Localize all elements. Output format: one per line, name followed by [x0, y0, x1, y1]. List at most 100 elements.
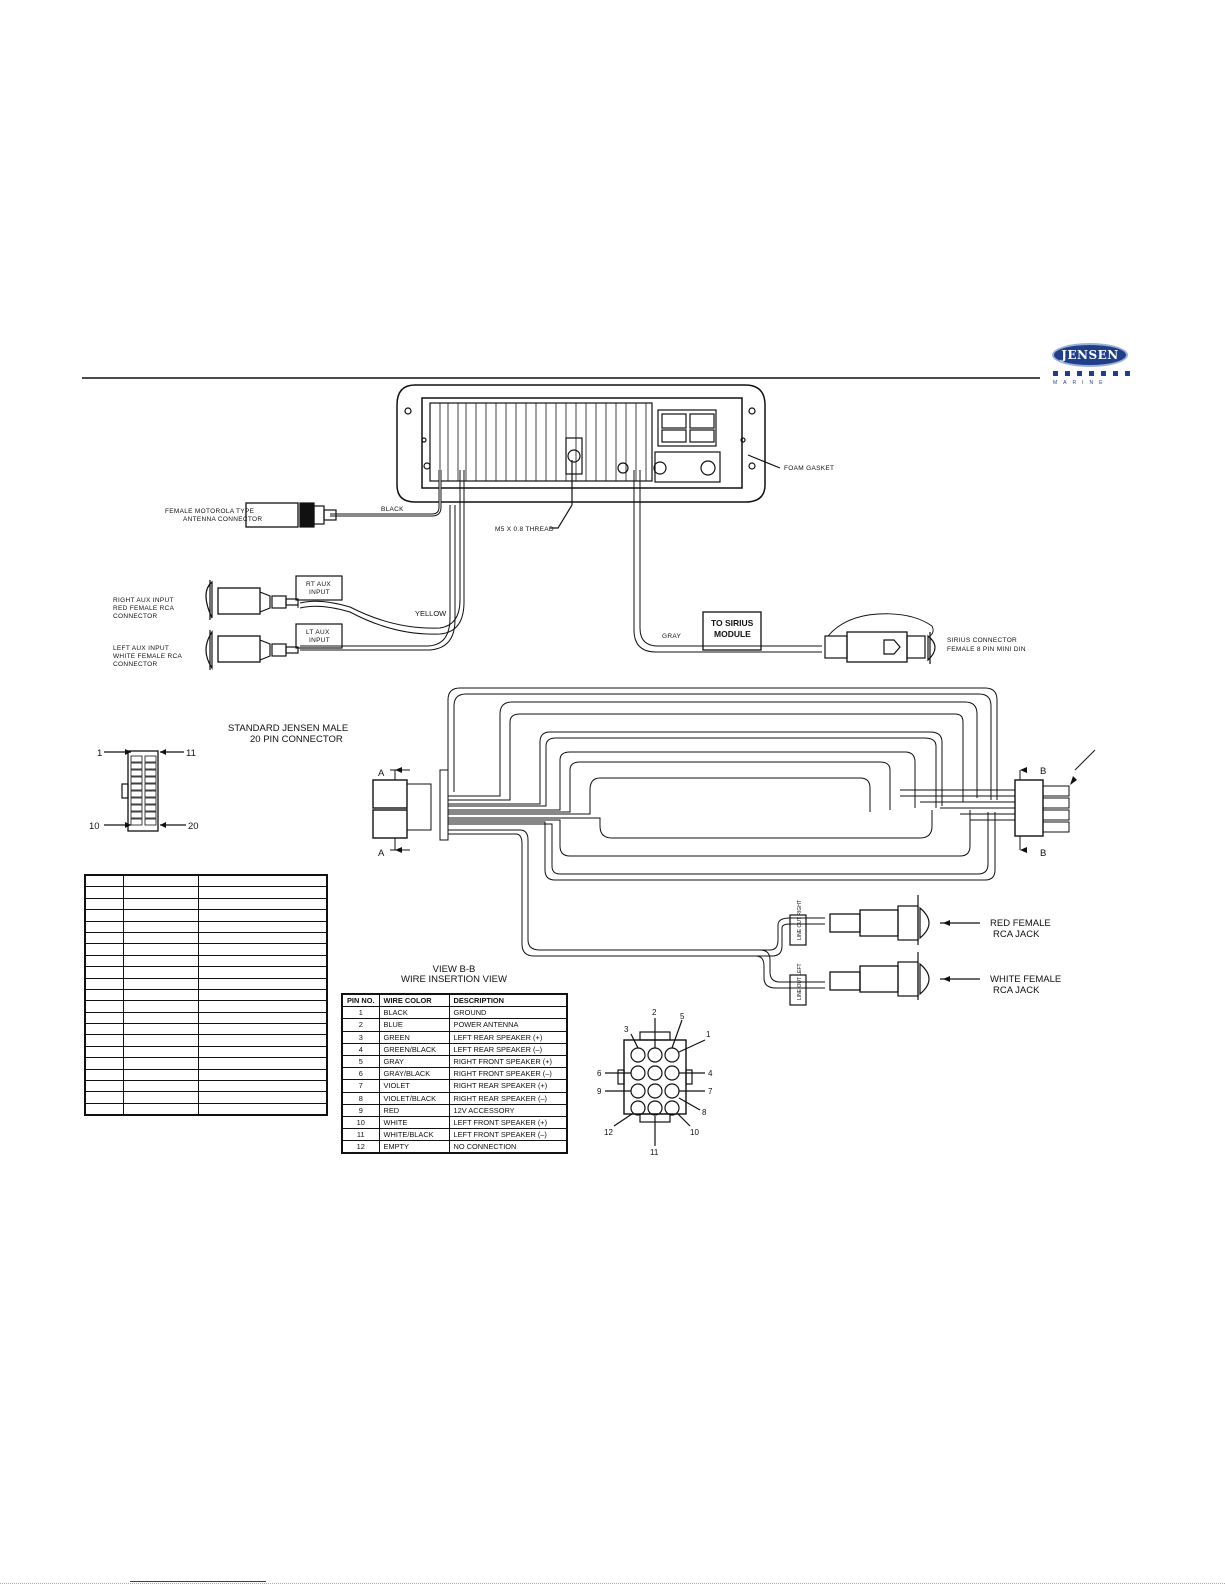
blank-table-row — [84, 954, 328, 968]
bottom-link-underline[interactable] — [130, 1581, 266, 1582]
blank-table-row — [84, 886, 328, 899]
cpin-4: 4 — [708, 1069, 713, 1078]
a-marker-top: A — [378, 768, 385, 779]
blank-cell — [197, 1057, 328, 1070]
sirius-connector-label-1: SIRIUS CONNECTOR — [947, 637, 1017, 644]
blank-table-row — [84, 931, 328, 945]
aux-cables — [297, 470, 465, 651]
blank-cell — [84, 1068, 124, 1082]
blank-cell — [197, 943, 328, 956]
description: POWER ANTENNA — [448, 1018, 568, 1032]
red-rca-jack — [789, 895, 980, 946]
connector-pin-numbers: 2 5 3 1 6 4 9 7 8 12 10 11 — [597, 1008, 713, 1157]
sirius-connector-label-2: FEMALE 8 PIN MINI DIN — [947, 646, 1026, 653]
description: RIGHT FRONT SPEAKER (–) — [448, 1067, 568, 1081]
thread-label: M5 X 0.8 THREAD — [495, 526, 554, 533]
wire-color: EMPTY — [378, 1140, 450, 1154]
blank-cell — [122, 886, 199, 899]
a-marker-bottom: A — [378, 848, 385, 859]
pin-header-pin: PIN NO. — [341, 993, 380, 1008]
pin-number: 3 — [341, 1030, 380, 1044]
cpin-11: 11 — [650, 1148, 659, 1157]
blank-cell — [84, 1102, 124, 1116]
right-aux-label-1: RIGHT AUX INPUT — [113, 597, 174, 604]
small-20pin-connector — [104, 750, 186, 832]
blank-cell — [197, 977, 328, 990]
blank-table-row — [84, 1102, 328, 1116]
view-title-line-2: WIRE INSERTION VIEW — [401, 974, 507, 985]
red-jack-label-1: RED FEMALE — [990, 918, 1051, 929]
description: LEFT REAR SPEAKER (+) — [448, 1030, 568, 1044]
blank-table-row — [84, 1023, 328, 1036]
blank-cell — [122, 920, 199, 933]
blank-cell — [122, 1091, 199, 1104]
lt-aux-box-label-1: LT AUX — [306, 629, 330, 636]
cpin-10: 10 — [690, 1128, 699, 1137]
cpin-7: 7 — [708, 1087, 713, 1096]
blank-cell — [197, 1102, 328, 1116]
wire-color: BLUE — [378, 1018, 450, 1032]
description: NO CONNECTION — [448, 1140, 568, 1154]
blank-cell — [84, 1080, 124, 1093]
white-jack-label-1: WHITE FEMALE — [990, 974, 1061, 985]
blank-table-row — [84, 1068, 328, 1082]
blank-cell — [197, 1045, 328, 1059]
description: RIGHT REAR SPEAKER (+) — [448, 1079, 568, 1093]
description: LEFT FRONT SPEAKER (–) — [448, 1128, 568, 1142]
sirius-module-label-2: MODULE — [714, 629, 751, 639]
blank-table-row — [84, 897, 328, 911]
rt-aux-box — [295, 575, 343, 601]
description: RIGHT FRONT SPEAKER (+) — [448, 1054, 568, 1069]
logo-text: JENSEN — [1061, 348, 1119, 362]
blank-cell — [84, 1045, 124, 1059]
cpin-3: 3 — [624, 1025, 629, 1034]
b-marker-top: B — [1040, 766, 1046, 777]
standard-connector-label-1: STANDARD JENSEN MALE — [228, 723, 348, 734]
blank-cell — [197, 988, 328, 1002]
blank-table-row — [84, 1011, 328, 1025]
wire-color: WHITE — [378, 1115, 450, 1130]
blank-cell — [122, 874, 199, 888]
pin-number: 10 — [341, 1115, 380, 1130]
blank-cell — [197, 1023, 328, 1036]
blank-cell — [84, 874, 124, 888]
lt-aux-box-label-2: INPUT — [309, 637, 330, 644]
pin-11-label: 11 — [186, 748, 196, 759]
blank-cell — [84, 1011, 124, 1025]
left-aux-rca — [205, 630, 299, 670]
blank-table-header — [84, 874, 328, 888]
blank-cell — [84, 1091, 124, 1104]
blank-table-row — [84, 966, 328, 979]
blank-cell — [122, 1000, 199, 1013]
blank-cell — [122, 1080, 199, 1093]
pin-1-label: 1 — [97, 748, 102, 759]
blank-cell — [84, 920, 124, 933]
view-title-line-1: VIEW B-B — [432, 964, 476, 975]
blank-cell — [197, 1068, 328, 1082]
description: LEFT REAR SPEAKER (–) — [448, 1042, 568, 1056]
left-aux-label-2: WHITE FEMALE RCA — [113, 653, 182, 660]
cpin-1: 1 — [706, 1030, 711, 1039]
description: 12V ACCESSORY — [448, 1103, 568, 1117]
blank-cell — [84, 1057, 124, 1070]
blank-cell — [122, 931, 199, 945]
wire-color: GREEN — [378, 1030, 450, 1044]
rt-aux-box-label-1: RT AUX — [306, 581, 331, 588]
pin-number: 9 — [341, 1103, 380, 1117]
pin-number: 1 — [341, 1006, 380, 1020]
blank-table-row — [84, 909, 328, 922]
blank-cell — [197, 874, 328, 888]
rt-aux-box-label-2: INPUT — [309, 589, 330, 596]
sirius-cable — [633, 470, 936, 664]
right-aux-label-3: CONNECTOR — [113, 613, 157, 620]
blank-cell — [84, 977, 124, 990]
wire-color: GRAY — [378, 1054, 450, 1069]
blank-cell — [197, 1091, 328, 1104]
blank-cell — [122, 1045, 199, 1059]
